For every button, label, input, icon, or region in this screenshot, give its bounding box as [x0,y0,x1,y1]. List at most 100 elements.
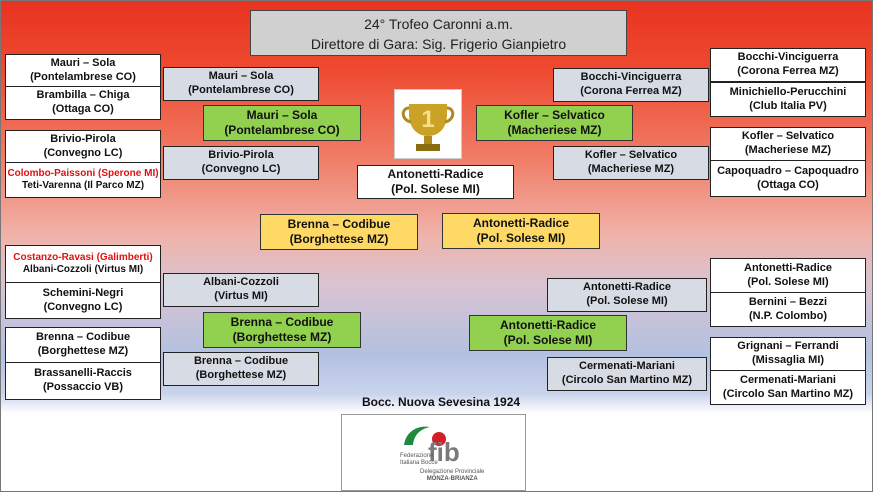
team-club: (Macheriese MZ) [507,123,602,137]
logo-text: Federazione Italiana Bocce [400,453,438,467]
team-name: Bocchi-Vinciguerra [737,51,839,64]
team-name: Kofler – Selvatico [584,149,678,162]
right-r3a: Antonetti-Radice (Pol. Solese MI) [710,258,866,293]
team-line-red: Colombo-Paissoni (Sperone MI) [7,167,159,179]
team-name: Antonetti-Radice [473,216,569,230]
team-club: (Ottaga CO) [52,103,114,115]
right-q1: Bocchi-Vinciguerra (Corona Ferrea MZ) [553,68,709,102]
logo-line: Federazione [400,453,434,459]
right-r3b: Bernini – Bezzi (N.P. Colombo) [710,292,866,327]
logo-line: Italiana Bocce [400,460,438,466]
left-r1a: Mauri – Sola (Pontelambrese CO) [5,54,161,87]
left-s2: Brenna – Codibue (Borghettese MZ) [203,312,361,348]
team-name: Capoquadro – Capoquadro [717,164,859,177]
tournament-title: 24° Trofeo Caronni a.m. Direttore di Gar… [250,10,627,56]
team-line: Teti-Varenna (Il Parco MZ) [21,180,145,191]
team-name: Bernini – Bezzi [748,295,828,308]
team-club: (Convegno LC) [43,146,123,159]
right-r2b: Capoquadro – Capoquadro (Ottaga CO) [710,160,866,197]
team-club: (Borghettese MZ) [289,232,389,246]
team-club: (Possaccio VB) [42,381,124,393]
fib-logo: fib Federazione Italiana Bocce Delegazio… [341,414,526,491]
right-r1a: Bocchi-Vinciguerra (Corona Ferrea MZ) [710,48,866,82]
winner-box: Antonetti-Radice (Pol. Solese MI) [357,165,514,199]
svg-text:1: 1 [421,106,434,133]
team-name: Brivio-Pirola [208,149,274,162]
right-q3: Antonetti-Radice (Pol. Solese MI) [547,278,707,312]
team-club: (Corona Ferrea MZ) [580,85,682,97]
winner-name: Antonetti-Radice [387,167,484,181]
team-club: (N.P. Colombo) [748,309,827,322]
logo-line: Delegazione Provinciale [420,469,485,475]
team-name: Bocchi-Vinciguerra [580,71,682,84]
left-r3a: Costanzo-Ravasi (Galimberti) Albani-Cozz… [5,245,161,283]
team-club: (Circolo San Martino MZ) [722,387,854,400]
team-name: Brambilla – Chiga [36,89,130,102]
team-club: (Missaglia MI) [751,354,825,366]
team-name: Mauri – Sola [208,70,274,83]
team-club: (Macheriese MZ) [744,144,832,156]
title-line2: Direttore di Gara: Sig. Frigerio Gianpie… [310,36,567,52]
left-s1: Mauri – Sola (Pontelambrese CO) [203,105,361,141]
team-name: Mauri – Sola [50,56,116,69]
team-name: Antonetti-Radice [500,318,596,332]
team-club: (Convegno LC) [201,163,281,175]
team-name: Brivio-Pirola [50,132,116,145]
team-club: (Circolo San Martino MZ) [561,374,693,386]
team-name: Albani-Cozzoli [203,276,279,289]
trophy-icon: 1 [394,89,462,159]
team-club: (Club Italia PV) [749,99,827,112]
logo-subtext: Delegazione Provinciale MONZA-BRIANZA [420,469,484,483]
team-club: (Pontelambrese CO) [188,84,294,96]
team-name: Antonetti-Radice [744,261,832,274]
team-club: (Corona Ferrea MZ) [737,65,839,77]
team-name: Grignani – Ferrandi [737,340,839,353]
team-club: (Borghettese MZ) [37,345,129,357]
title-line1: 24° Trofeo Caronni a.m. [364,16,513,32]
team-name: Brassanelli-Raccis [34,367,132,380]
right-r2a: Kofler – Selvatico (Macheriese MZ) [710,127,866,161]
team-club: (Pol. Solese MI) [503,333,593,347]
left-r2b: Colombo-Paissoni (Sperone MI) Teti-Varen… [5,162,161,198]
team-name: Brenna – Codibue [230,315,334,329]
team-name: Cermenati-Mariani [579,360,675,373]
winner-club: (Pol. Solese MI) [391,182,480,196]
team-club: (Borghettese MZ) [232,330,332,344]
team-name: Minichiello-Perucchini [729,85,847,98]
team-name: Brenna – Codibue [193,355,289,368]
team-name: Schemini-Negri [42,286,124,299]
right-s2: Antonetti-Radice (Pol. Solese MI) [469,315,627,351]
team-name: Cermenati-Mariani [740,373,836,386]
team-name: Antonetti-Radice [583,281,671,294]
left-q2: Brivio-Pirola (Convegno LC) [163,146,319,180]
left-finalist: Brenna – Codibue (Borghettese MZ) [260,214,418,250]
right-r4b: Cermenati-Mariani (Circolo San Martino M… [710,370,866,405]
left-r4a: Brenna – Codibue (Borghettese MZ) [5,327,161,363]
team-club: (Pol. Solese MI) [747,275,829,288]
team-club: (Pontelambrese CO) [30,70,136,83]
team-line: Albani-Cozzoli (Virtus MI) [22,264,144,275]
team-name: Brenna – Codibue [287,217,391,231]
team-club: (Virtus MI) [214,290,268,302]
left-q3: Albani-Cozzoli (Virtus MI) [163,273,319,307]
left-r2a: Brivio-Pirola (Convegno LC) [5,130,161,163]
right-q2: Kofler – Selvatico (Macheriese MZ) [553,146,709,180]
team-club: (Pol. Solese MI) [586,295,668,307]
right-r4a: Grignani – Ferrandi (Missaglia MI) [710,337,866,371]
left-q4: Brenna – Codibue (Borghettese MZ) [163,352,319,386]
right-q4: Cermenati-Mariani (Circolo San Martino M… [547,357,707,391]
team-club: (Pontelambrese CO) [224,123,340,137]
left-r4b: Brassanelli-Raccis (Possaccio VB) [5,362,161,400]
team-line-red: Costanzo-Ravasi (Galimberti) [13,251,153,263]
right-finalist: Antonetti-Radice (Pol. Solese MI) [442,213,600,249]
logo-brand: fib [428,437,460,467]
team-club: (Macheriese MZ) [587,163,675,175]
team-club: (Pol. Solese MI) [476,231,566,245]
logo-line: MONZA-BRIANZA [426,476,478,482]
team-club: (Convegno LC) [43,300,123,313]
left-q1: Mauri – Sola (Pontelambrese CO) [163,67,319,101]
team-name: Mauri – Sola [246,108,318,122]
team-name: Kofler – Selvatico [504,108,605,122]
team-name: Brenna – Codibue [35,331,131,344]
right-s1: Kofler – Selvatico (Macheriese MZ) [476,105,633,141]
